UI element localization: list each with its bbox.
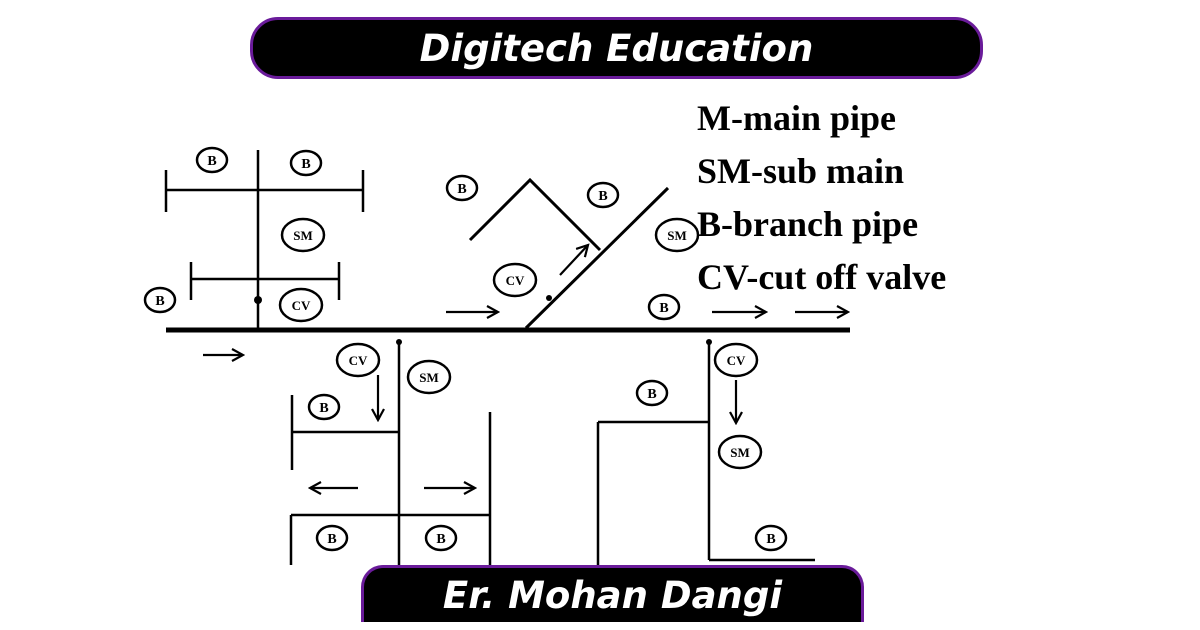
label-text: B xyxy=(598,189,607,204)
submain-lower-right xyxy=(596,340,815,565)
sub-main-label: SM xyxy=(654,217,700,253)
author-banner: Er. Mohan Dangi xyxy=(361,565,864,622)
branch-label: B xyxy=(424,524,458,552)
label-text: B xyxy=(319,401,328,416)
branch-label: B xyxy=(195,146,229,174)
label-text: SM xyxy=(730,445,750,460)
flow-arrows xyxy=(203,245,848,488)
page-title: Digitech Education xyxy=(419,26,814,70)
legend-item: B-branch pipe xyxy=(697,204,919,244)
label-text: B xyxy=(327,532,336,547)
label-text: CV xyxy=(727,353,746,368)
label-text: B xyxy=(155,294,164,309)
legend-item: M-main pipe xyxy=(697,98,897,138)
label-text: CV xyxy=(506,273,525,288)
label-text: B xyxy=(659,301,668,316)
sub-main-label: SM xyxy=(406,359,452,395)
label-text: SM xyxy=(419,370,439,385)
submain-top-left xyxy=(164,150,365,330)
legend-item: SM-sub main xyxy=(697,151,905,191)
legend: M-main pipe SM-sub main B-branch pipe CV… xyxy=(697,92,946,304)
submain-angled xyxy=(468,177,670,330)
label-text: B xyxy=(457,182,466,197)
sub-main-label: SM xyxy=(717,434,763,470)
label-text: B xyxy=(766,532,775,547)
flow-arrow xyxy=(559,245,588,276)
valve-dot xyxy=(254,296,262,304)
cut-off-valve-label: CV xyxy=(492,262,538,298)
valve-dot-angled xyxy=(546,295,552,301)
branch-label: B xyxy=(143,286,177,314)
branch-label: B xyxy=(635,379,669,407)
label-text: B xyxy=(301,157,310,172)
sub-main-label: SM xyxy=(280,217,326,253)
label-text: B xyxy=(647,387,656,402)
label-text: B xyxy=(436,532,445,547)
branch-label: B xyxy=(586,181,620,209)
cut-off-valve-label: CV xyxy=(335,342,381,378)
label-text: CV xyxy=(349,353,368,368)
pipe-labels: B B SM CV B B B SM CV B CV SM B B B B CV SM B xyxy=(143,146,788,552)
label-text: SM xyxy=(667,228,687,243)
branch-label: B xyxy=(315,524,349,552)
author-name: Er. Mohan Dangi xyxy=(442,573,783,617)
branch-label: B xyxy=(307,393,341,421)
legend-item: CV-cut off valve xyxy=(697,257,947,297)
label-text: SM xyxy=(293,228,313,243)
cut-off-valve-label: CV xyxy=(713,342,759,378)
valve-dot-lower xyxy=(396,339,402,345)
valve-dot-right xyxy=(706,339,712,345)
branch-label: B xyxy=(754,524,788,552)
submain-lower-middle xyxy=(289,340,492,570)
branch-label: B xyxy=(647,293,681,321)
label-text: B xyxy=(207,154,216,169)
branch-label: B xyxy=(289,149,323,177)
label-text: CV xyxy=(292,298,311,313)
cut-off-valve-label: CV xyxy=(278,287,324,323)
branch-label: B xyxy=(445,174,479,202)
title-banner: Digitech Education xyxy=(250,17,983,79)
